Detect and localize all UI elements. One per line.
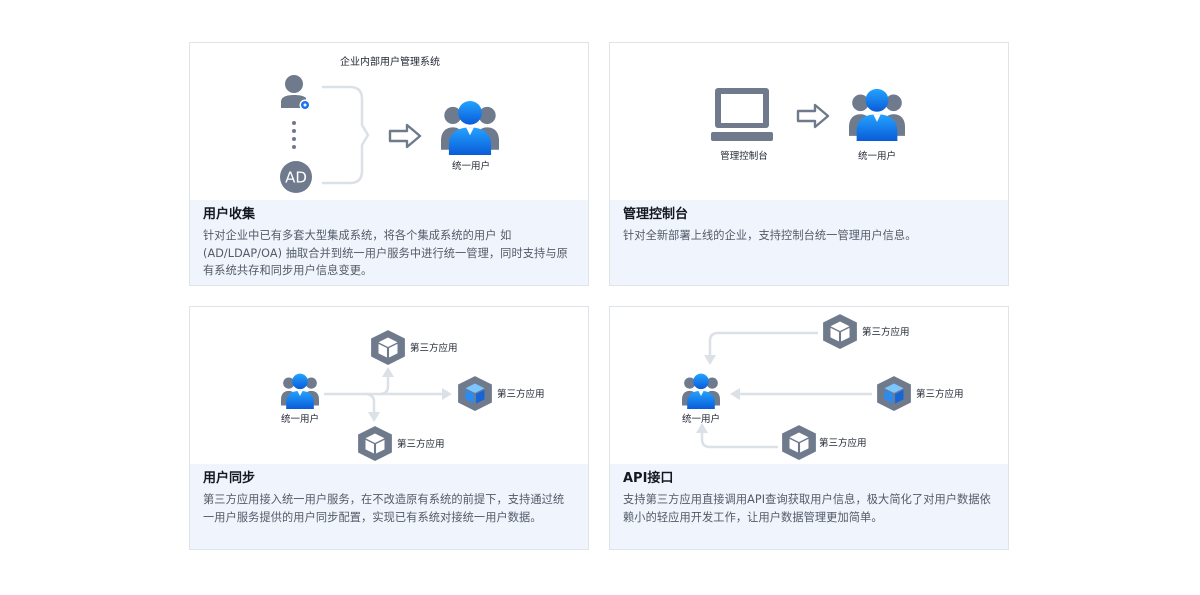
card-info-panel: API接口 支持第三方应用直接调用API查询获取用户信息，极大简化了对用户数据依… — [610, 464, 1008, 549]
card-user-collection: 企业内部用户管理系统 AD — [189, 42, 589, 286]
unified-user-icon — [682, 373, 720, 409]
app-label-right: 第三方应用 — [497, 388, 545, 400]
unified-user-label: 统一用户 — [281, 413, 319, 425]
unified-user-icon — [281, 373, 319, 409]
user-gear-icon — [281, 75, 311, 111]
card-title: 用户收集 — [203, 207, 256, 222]
unified-user-label: 统一用户 — [682, 413, 720, 425]
app-label-middle: 第三方应用 — [916, 388, 964, 400]
unified-user-label: 统一用户 — [858, 150, 896, 162]
ellipsis-dots-icon — [292, 121, 296, 149]
third-party-app-icon — [358, 426, 392, 461]
card-api: 统一用户 第三方应用 第三方应用 第三方应用 API接口 支持第三方应用直接调用… — [609, 306, 1009, 550]
card-description: 针对企业中已有多套大型集成系统，将各个集成系统的用户 如(AD/LDAP/OA)… — [203, 229, 568, 277]
third-party-app-icon — [823, 314, 857, 349]
card-description: 针对全新部署上线的企业，支持控制台统一管理用户信息。 — [623, 229, 917, 242]
admin-console-diagram: 管理控制台 统一用户 — [610, 43, 1008, 200]
third-party-app-icon — [782, 425, 816, 460]
card-title: 用户同步 — [203, 471, 256, 486]
card-admin-console: 管理控制台 统一用户 管理控制台 针对全新部署上线的企业，支持控制台统一管理用户… — [609, 42, 1009, 286]
app-label-bottom: 第三方应用 — [397, 438, 445, 450]
card-title: 管理控制台 — [623, 207, 689, 222]
card-info-panel: 用户同步 第三方应用接入统一用户服务，在不改造原有系统的前提下，支持通过统一用户… — [190, 464, 588, 549]
ad-icon: AD — [280, 161, 312, 193]
unified-user-icon — [849, 88, 905, 141]
sync-arrows — [324, 374, 445, 415]
api-diagram: 统一用户 第三方应用 第三方应用 第三方应用 — [610, 307, 1008, 464]
brace-connector — [322, 85, 370, 185]
unified-user-label: 统一用户 — [452, 160, 490, 172]
outline-arrow-icon — [796, 103, 830, 129]
card-title: API接口 — [623, 471, 674, 486]
outline-arrow-icon — [388, 123, 422, 149]
card-description: 支持第三方应用直接调用API查询获取用户信息，极大简化了对用户数据依赖小的轻应用… — [623, 493, 991, 524]
console-label: 管理控制台 — [720, 150, 768, 162]
system-label: 企业内部用户管理系统 — [340, 55, 440, 68]
arrowheads — [368, 367, 452, 422]
third-party-app-icon — [371, 330, 405, 365]
card-description: 第三方应用接入统一用户服务，在不改造原有系统的前提下，支持通过统一用户服务提供的… — [203, 493, 565, 524]
app-label-top: 第三方应用 — [862, 326, 910, 338]
ad-label: AD — [285, 169, 307, 187]
third-party-app-icon — [877, 376, 911, 411]
user-sync-diagram: 统一用户 第三方应用 第三方应用 第三方应用 — [190, 307, 588, 464]
api-arrows — [700, 331, 872, 449]
app-label-top: 第三方应用 — [410, 342, 458, 354]
monitor-icon — [711, 88, 773, 141]
third-party-app-icon — [458, 376, 492, 411]
card-user-sync: 统一用户 第三方应用 第三方应用 第三方应用 用户同步 第三方应用接入统一用户服… — [189, 306, 589, 550]
card-info-panel: 管理控制台 针对全新部署上线的企业，支持控制台统一管理用户信息。 — [610, 200, 1008, 285]
app-label-bottom: 第三方应用 — [819, 437, 867, 449]
unified-user-icon — [441, 100, 499, 155]
user-collection-diagram: 企业内部用户管理系统 AD — [190, 43, 588, 200]
card-info-panel: 用户收集 针对企业中已有多套大型集成系统，将各个集成系统的用户 如(AD/LDA… — [190, 200, 588, 285]
arrowheads — [696, 355, 740, 433]
